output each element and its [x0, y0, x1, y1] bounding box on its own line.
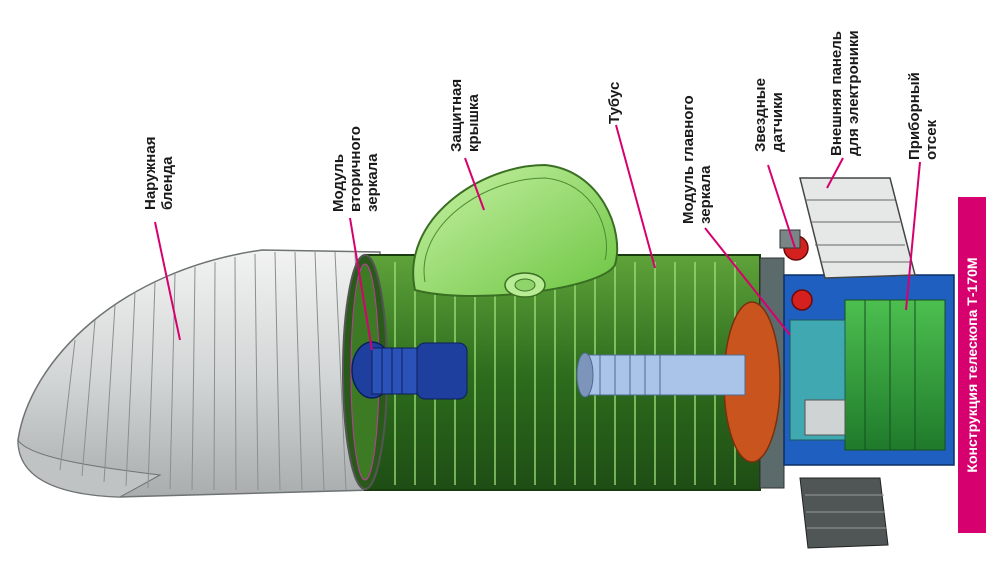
leader-lines — [154, 124, 921, 351]
leader-outer-hood — [154, 221, 181, 341]
star-sensors — [779, 229, 813, 311]
leader-primary-mirror — [704, 227, 791, 336]
electronics-panel — [799, 177, 916, 549]
outer-hood — [17, 249, 381, 498]
label-protective-cover: Защитная крышка — [448, 78, 482, 152]
diagram-title: Конструкция телескопа Т-170М — [958, 197, 986, 533]
label-tube: Тубус — [606, 81, 623, 124]
label-star-sensors: Звездные датчики — [752, 78, 786, 152]
label-electronics-panel: Внешняя панель для электроники — [828, 30, 862, 156]
leader-protective-cover — [464, 157, 485, 211]
label-instrument-bay: Приборный отсек — [906, 72, 940, 160]
leader-electronics-panel — [826, 157, 844, 189]
instrument-bay — [783, 274, 955, 466]
protective-cover — [412, 163, 619, 298]
leader-instrument-bay — [905, 161, 921, 311]
leader-tube — [615, 124, 656, 269]
label-secondary-mirror: Модуль вторичного зеркала — [330, 126, 381, 212]
primary-mirror-module — [576, 301, 781, 463]
label-primary-mirror: Модуль главного зеркала — [680, 95, 714, 224]
secondary-mirror-module — [351, 341, 468, 400]
label-outer-hood: Наружная бленда — [142, 136, 176, 210]
leader-star-sensors — [767, 164, 796, 249]
leader-secondary-mirror — [349, 217, 373, 351]
